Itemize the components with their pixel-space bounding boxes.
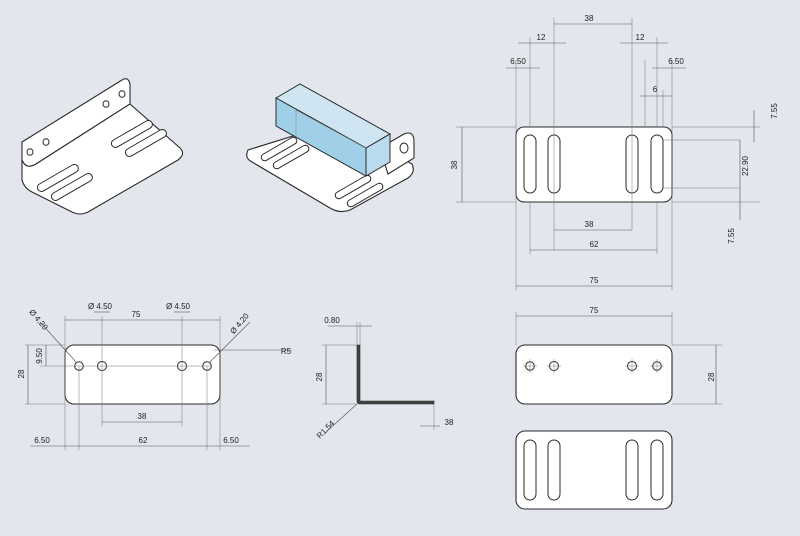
dim-755-top: 7.55 xyxy=(770,103,779,119)
crosshair-hole xyxy=(650,359,664,373)
dim-dia-450-right: Ø 4.50 xyxy=(166,302,191,311)
dim-650-front-right: 6.50 xyxy=(223,436,239,445)
top-view: 38 12 12 6.50 6.50 6 38 7.55 22.90 7.55 … xyxy=(450,14,779,290)
dim-650-front-left: 6.50 xyxy=(34,436,50,445)
dim-650-top-right: 6.50 xyxy=(668,57,684,66)
dim-75-front: 75 xyxy=(132,310,141,319)
crosshair-hole xyxy=(523,359,537,373)
dim-38-front: 38 xyxy=(138,412,147,421)
dim-38-inner: 38 xyxy=(585,220,594,229)
dim-2290: 22.90 xyxy=(741,155,750,176)
crosshair-hole xyxy=(625,359,639,373)
dim-650-top-left: 6.50 xyxy=(510,57,526,66)
dim-r154: R1.54 xyxy=(315,419,337,441)
dim-080: 0.80 xyxy=(324,316,340,325)
dim-75-right-front: 75 xyxy=(590,306,599,315)
dim-755-bottom: 7.55 xyxy=(727,228,736,244)
dim-28-right-front: 28 xyxy=(707,372,716,381)
right-front-view: 75 28 xyxy=(515,306,722,405)
dim-28-front: 28 xyxy=(17,369,26,378)
dim-62-top-view: 62 xyxy=(590,240,599,249)
dim-75-top-view: 75 xyxy=(590,276,599,285)
dim-950: 9.50 xyxy=(35,348,44,364)
side-view: 0.80 28 R1.54 38 xyxy=(315,316,454,440)
dim-6: 6 xyxy=(653,85,658,94)
isometric-bracket-view xyxy=(21,78,184,215)
dim-dia-450-left: Ø 4.50 xyxy=(88,302,113,311)
dim-dia-420-left: Ø 4.20 xyxy=(27,308,50,333)
front-view: 75 Ø 4.50 Ø 4.50 Ø 4.20 Ø 4.20 R5 9.50 2… xyxy=(17,302,292,450)
crosshair-hole xyxy=(547,359,561,373)
isometric-magnet-assembly-view xyxy=(246,83,415,213)
dim-62-front: 62 xyxy=(139,436,148,445)
dim-38-height: 38 xyxy=(450,160,459,169)
dim-12-left: 12 xyxy=(537,33,546,42)
dim-38-side: 38 xyxy=(445,418,454,427)
dim-r5: R5 xyxy=(281,347,292,356)
dim-28-side: 28 xyxy=(315,372,324,381)
dim-38-top: 38 xyxy=(585,14,594,23)
dim-12-right: 12 xyxy=(636,33,645,42)
bottom-view xyxy=(515,430,673,510)
